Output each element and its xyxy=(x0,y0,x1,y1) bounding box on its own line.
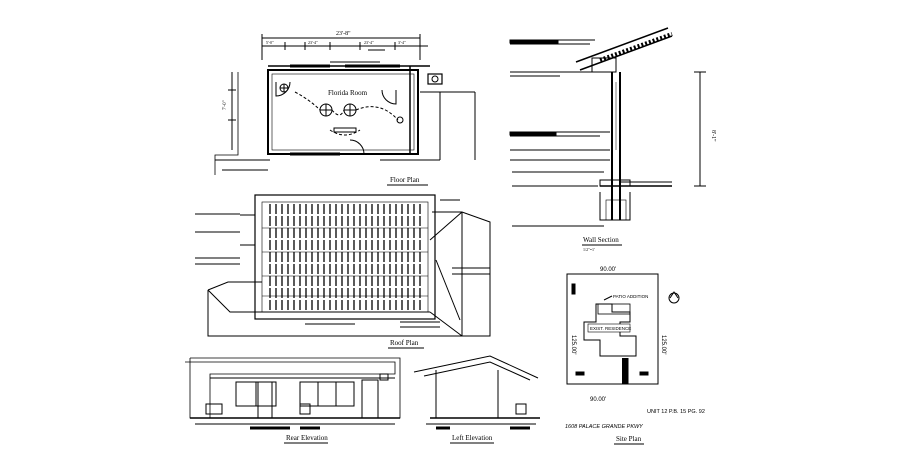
floor-plan: 23'-8" 5'-0" 23'-4" 23'-4" 3'-4" xyxy=(214,31,476,186)
left-elevation: Left Elevation xyxy=(413,355,540,444)
roof-plan: Roof Plan xyxy=(195,194,491,349)
floor-plan-title: Floor Plan xyxy=(390,176,420,184)
floor-plan-dim-2: 23'-4" xyxy=(308,40,318,45)
floor-plan-room-name: Florida Room xyxy=(328,89,368,97)
rear-elevation: Rear Elevation xyxy=(185,357,401,444)
roof-plan-title: Roof Plan xyxy=(390,339,419,347)
floor-plan-dim-4: 3'-4" xyxy=(398,40,406,45)
left-elevation-title: Left Elevation xyxy=(452,434,493,442)
floor-plan-dim-3: 23'-4" xyxy=(364,40,374,45)
site-plan-dim-right: 125.00' xyxy=(660,335,666,355)
site-plan-dim-bottom: 90.00' xyxy=(590,397,606,403)
svg-text:7'-0": 7'-0" xyxy=(223,100,228,110)
site-plan-dim-top: 90.00' xyxy=(600,267,616,273)
site-plan-dim-left: 125.00' xyxy=(570,335,576,355)
rear-elevation-title: Rear Elevation xyxy=(286,434,328,442)
wall-section: 8'-1" Wall Section 1/2"=1' xyxy=(509,27,716,252)
floor-plan-dim-1: 5'-0" xyxy=(266,40,274,45)
wall-section-scale: 1/2"=1' xyxy=(583,247,595,252)
site-plan-addition-label: PATIO ADDITION xyxy=(613,294,648,299)
wall-section-title: Wall Section xyxy=(583,236,619,244)
site-plan-street: 1608 PALACE GRANDE PKWY xyxy=(565,424,643,430)
floor-plan-overall-dim: 23'-8" xyxy=(336,31,351,37)
site-plan: 90.00' 90.00' 125.00' 125.00' PATIO ADDI… xyxy=(565,267,705,445)
wall-section-height-dim: 8'-1" xyxy=(710,130,716,142)
site-plan-lot-info: UNIT 12 P.B. 15 PG. 92 xyxy=(647,409,705,415)
site-plan-residence-label: EXIST. RESIDENCE xyxy=(590,326,631,331)
site-plan-title: Site Plan xyxy=(616,435,642,443)
